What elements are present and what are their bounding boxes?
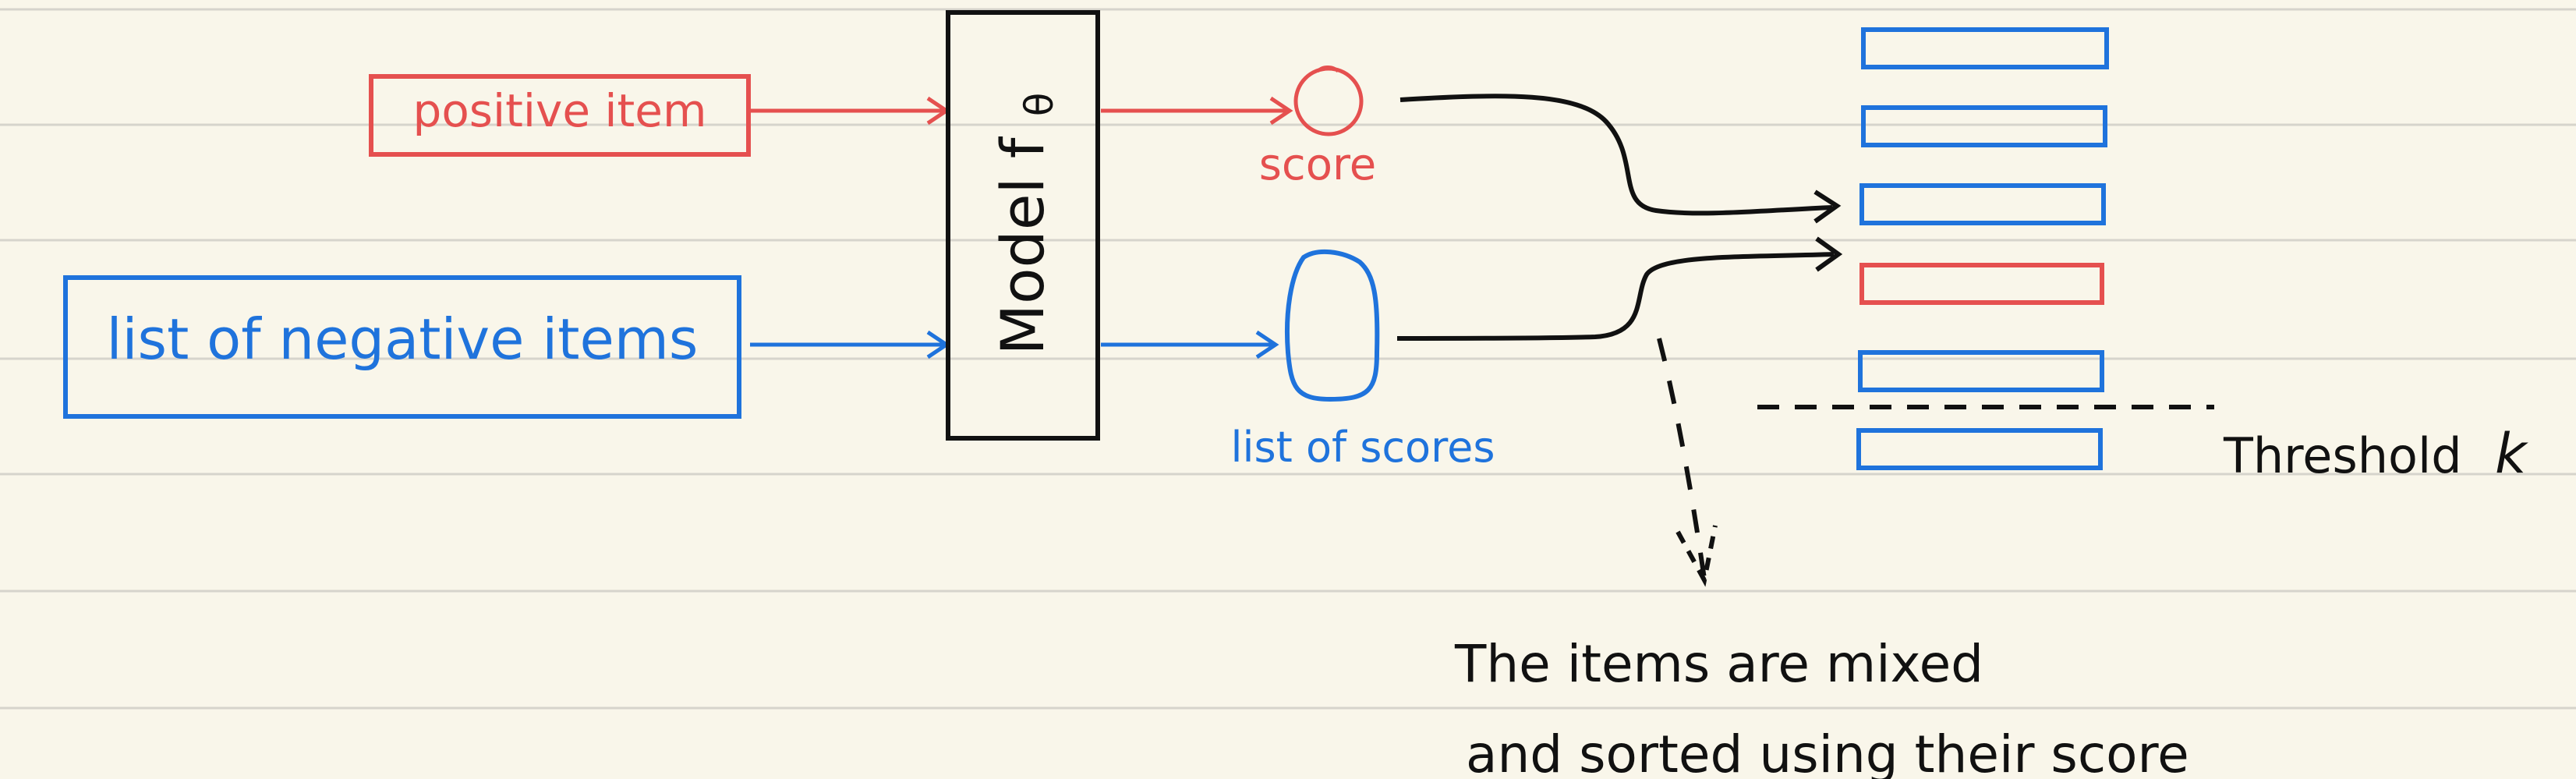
threshold-label: Threshold xyxy=(2223,427,2462,484)
note-line-2: and sorted using their score xyxy=(1466,724,2189,779)
ranked-list xyxy=(1856,27,2109,470)
score-label: score xyxy=(1259,140,1376,190)
merge-curves xyxy=(1396,94,1843,341)
ranked-item-5 xyxy=(1858,350,2104,392)
ruled-lines xyxy=(0,8,2576,710)
score-node xyxy=(1293,66,1364,136)
model-box xyxy=(946,10,1100,441)
ranked-item-1 xyxy=(1861,27,2109,69)
arrow-model-to-scores xyxy=(1101,330,1279,359)
arrow-model-to-score xyxy=(1101,96,1293,126)
ranked-item-3 xyxy=(1859,183,2106,225)
model-subscript: θ xyxy=(1017,93,1062,117)
note-line-1: The items are mixed xyxy=(1454,634,1983,694)
scores-node xyxy=(1284,249,1380,402)
arrow-positive-to-model xyxy=(750,96,950,126)
list-of-scores-label: list of scores xyxy=(1231,423,1495,472)
note-pointer xyxy=(1657,338,1718,587)
positive-item-label: positive item xyxy=(413,84,707,137)
ranked-item-2 xyxy=(1861,105,2107,147)
threshold-symbol: k xyxy=(2495,422,2528,486)
model-label: Model f xyxy=(988,136,1057,355)
ranked-item-4 xyxy=(1859,263,2104,305)
ranked-item-6 xyxy=(1856,428,2103,470)
negative-items-box xyxy=(63,275,741,419)
arrow-negatives-to-model xyxy=(750,330,950,359)
positive-item-box xyxy=(369,74,751,157)
negative-items-label: list of negative items xyxy=(107,306,699,372)
